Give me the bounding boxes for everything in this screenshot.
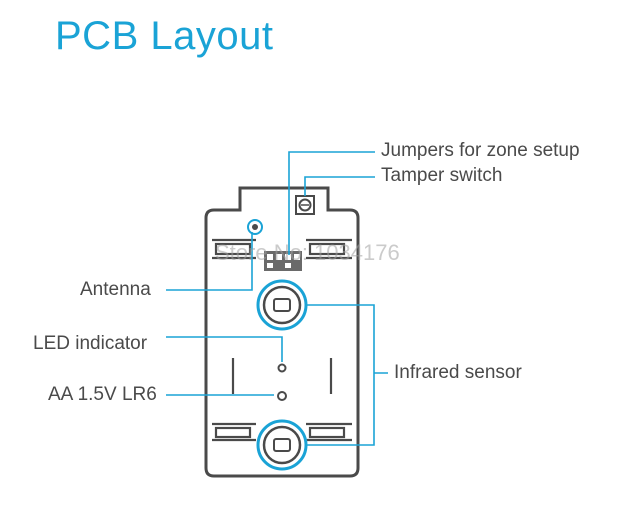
led-indicator xyxy=(277,363,287,373)
led-indicator-secondary xyxy=(277,391,287,401)
callout-jumpers xyxy=(288,151,375,255)
label-jumpers: Jumpers for zone setup xyxy=(381,140,580,161)
callout-led xyxy=(166,336,283,362)
label-tamper-switch: Tamper switch xyxy=(381,165,503,186)
battery-holder-right xyxy=(306,238,352,442)
watermark-text: Store No: 1034176 xyxy=(215,240,400,265)
pcb-board-outline xyxy=(204,186,360,478)
callout-infrared xyxy=(306,304,388,446)
zone-jumpers xyxy=(264,251,302,271)
label-led-indicator: LED indicator xyxy=(33,333,148,354)
label-battery: AA 1.5V LR6 xyxy=(48,384,157,405)
callout-tamper xyxy=(304,176,375,196)
page-title: PCB Layout xyxy=(55,14,274,58)
infrared-sensor-bottom xyxy=(256,419,308,471)
infrared-sensor-top xyxy=(256,279,308,331)
label-antenna: Antenna xyxy=(80,279,151,300)
battery-holder-left xyxy=(212,238,256,442)
tamper-switch xyxy=(295,195,315,215)
callout-antenna xyxy=(166,232,253,291)
antenna-marker xyxy=(247,219,263,235)
label-infrared-sensor: Infrared sensor xyxy=(394,362,522,383)
